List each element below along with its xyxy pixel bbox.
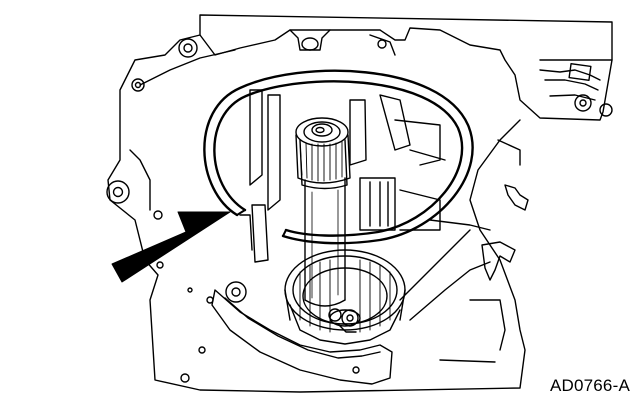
clutch-drum-icon: [239, 89, 446, 345]
input-shaft-icon: [295, 117, 351, 307]
figure-id-label: AD0766-A: [549, 376, 630, 395]
arrow-icon: [111, 211, 231, 283]
transmission-case-icon: [106, 14, 613, 393]
snap-ring-icon: [203, 69, 474, 245]
